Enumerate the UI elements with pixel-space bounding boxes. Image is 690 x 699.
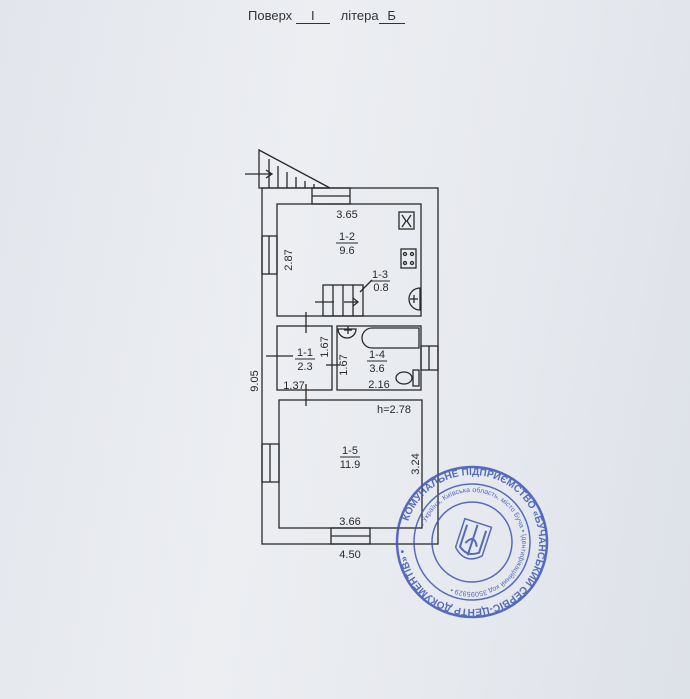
dim-1-5-width: 3.66 bbox=[339, 516, 360, 528]
room-1-4-number: 1-4 bbox=[369, 349, 385, 361]
stove-icon bbox=[400, 248, 417, 269]
room-1-1-area: 2.3 bbox=[297, 361, 312, 373]
letter-value: Б bbox=[378, 8, 405, 24]
room-1-5-number: 1-5 bbox=[342, 445, 358, 457]
window-left-2 bbox=[261, 443, 280, 483]
internal-stairs bbox=[315, 279, 373, 317]
room-1-3-area: 0.8 bbox=[373, 282, 388, 294]
bathtub-icon bbox=[361, 327, 420, 349]
window-bottom bbox=[330, 527, 371, 545]
toilet-icon bbox=[395, 369, 420, 387]
dim-1-2-width: 3.65 bbox=[336, 209, 357, 221]
letter-label: літера bbox=[340, 8, 379, 23]
dim-overall-length: 9.05 bbox=[249, 370, 261, 391]
entrance-steps bbox=[245, 148, 331, 189]
floor-value: I bbox=[295, 8, 330, 24]
floor-label: Поверх bbox=[248, 8, 293, 23]
room-1-5-area: 11.9 bbox=[340, 459, 361, 471]
bath-sink-icon bbox=[337, 326, 357, 339]
water-heater-icon bbox=[398, 211, 415, 230]
window-left-1 bbox=[261, 235, 278, 275]
dim-1-1-depth: 1.67 bbox=[319, 336, 331, 357]
dim-1-5-depth: 3.24 bbox=[410, 453, 422, 474]
room-1-2-area: 9.6 bbox=[339, 245, 354, 257]
dim-1-4-width: 2.16 bbox=[368, 379, 389, 391]
dim-overall-width: 4.50 bbox=[339, 549, 360, 561]
room-1-1-number: 1-1 bbox=[297, 347, 313, 359]
window-right-bath bbox=[420, 345, 439, 371]
room-1-3-number: 1-3 bbox=[372, 269, 388, 281]
room-1-1-outline bbox=[276, 325, 333, 391]
window-top bbox=[311, 187, 351, 205]
dim-1-2-depth: 2.87 bbox=[283, 249, 295, 270]
official-stamp: КОМУНАЛЬНЕ ПІДПРИЄМСТВО «БУЧАНСЬКИЙ СЕРВ… bbox=[377, 447, 566, 636]
sink-icon bbox=[408, 287, 421, 311]
ceiling-height: h=2.78 bbox=[377, 404, 411, 416]
dim-1-4-depth: 1.67 bbox=[338, 354, 350, 375]
room-1-4-area: 3.6 bbox=[369, 363, 384, 375]
trident-emblem bbox=[454, 517, 493, 560]
dim-1-1-width: 1.37 bbox=[283, 380, 304, 392]
room-1-2-number: 1-2 bbox=[339, 231, 355, 243]
